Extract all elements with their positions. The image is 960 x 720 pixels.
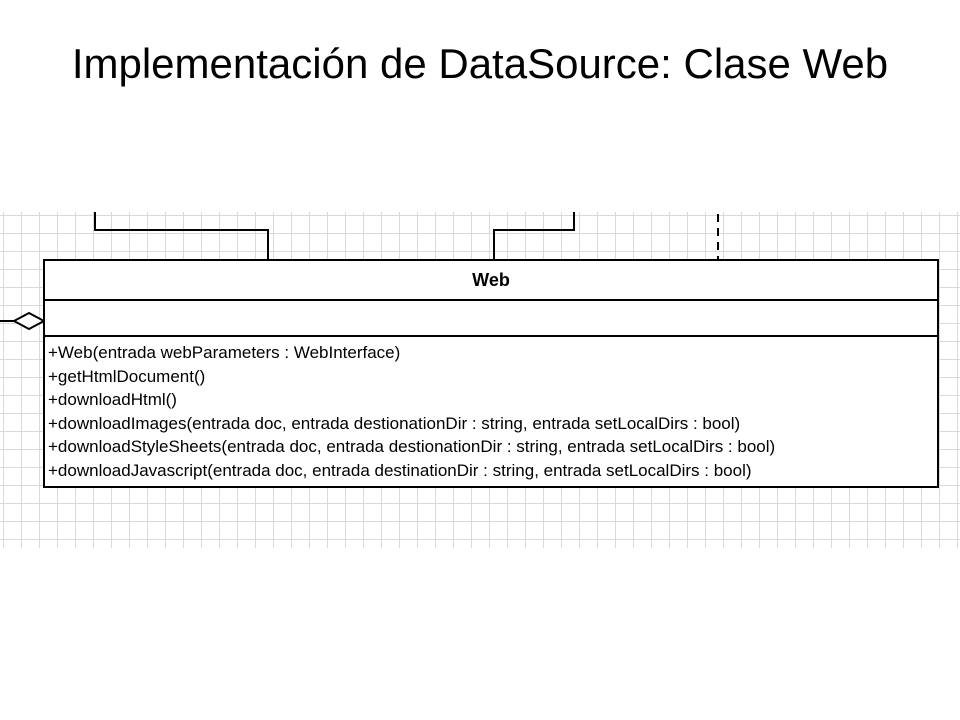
operation-download-images: +downloadImages(entrada doc, entrada des… bbox=[48, 413, 741, 433]
association-line-middle bbox=[493, 212, 575, 259]
class-attributes-compartment bbox=[45, 301, 937, 337]
operation-download-javascript: +downloadJavascript(entrada doc, entrada… bbox=[48, 460, 752, 480]
slide-title: Implementación de DataSource: Clase Web bbox=[71, 40, 889, 87]
operation-download-html: +downloadHtml() bbox=[48, 390, 177, 409]
aggregation-diamond-icon bbox=[11, 311, 47, 331]
operation-get-html-document: +getHtmlDocument() bbox=[48, 366, 206, 386]
class-operations-compartment: +Web(entrada webParameters : WebInterfac… bbox=[45, 337, 937, 486]
operation-constructor: +Web(entrada webParameters : WebInterfac… bbox=[48, 343, 401, 362]
association-line-left bbox=[94, 212, 269, 259]
operation-download-stylesheets: +downloadStyleSheets(entrada doc, entrad… bbox=[48, 437, 776, 456]
class-name: Web bbox=[45, 261, 937, 301]
relationship-connectors bbox=[0, 212, 719, 331]
uml-class-web[interactable]: Web +Web(entrada webParameters : WebInte… bbox=[43, 259, 939, 488]
